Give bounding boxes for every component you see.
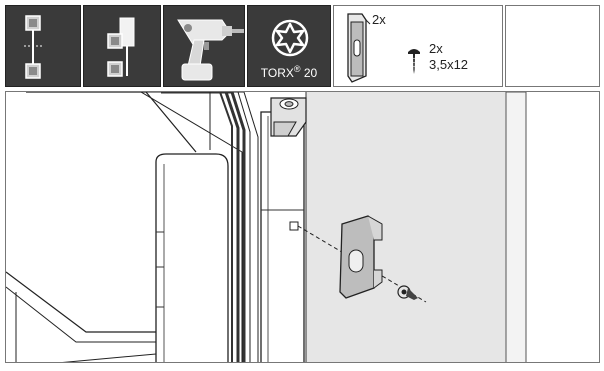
parts-panel: 2x 2x 3,5x12 bbox=[333, 5, 503, 87]
installation-illustration bbox=[5, 91, 600, 363]
screw-size: 3,5x12 bbox=[429, 58, 468, 72]
inner-door-panel bbox=[156, 154, 228, 363]
hinge-left-panel bbox=[5, 5, 81, 87]
hinge-right-icon bbox=[84, 6, 162, 88]
door-cover-installation-drawing bbox=[6, 92, 600, 363]
door-outer-frame bbox=[261, 112, 304, 363]
mounting-hole bbox=[290, 222, 298, 230]
hinge-right-panel bbox=[83, 5, 161, 87]
screw-icon bbox=[404, 46, 424, 76]
torx-size-label: TORX® 20 bbox=[248, 66, 330, 80]
hinge-left-icon bbox=[6, 6, 82, 88]
cordless-drill-icon bbox=[164, 6, 246, 88]
cover-part-quantity: 2x bbox=[372, 13, 386, 27]
empty-panel bbox=[505, 5, 600, 87]
torx-panel: TORX® 20 bbox=[247, 5, 331, 87]
cabinet-side-wall bbox=[306, 92, 526, 363]
screw-quantity: 2x bbox=[429, 42, 443, 56]
parts-toolbar: TORX® 20 2x 2x 3,5x12 bbox=[5, 5, 600, 87]
drill-panel bbox=[163, 5, 245, 87]
